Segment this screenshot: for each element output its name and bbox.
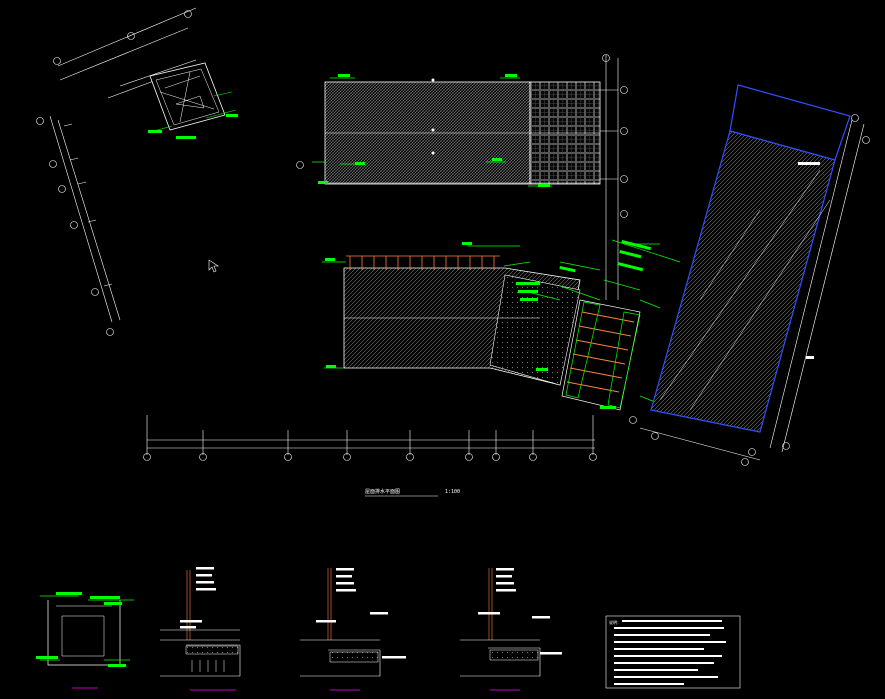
notes-header: 说明： <box>609 619 621 625</box>
plan-scale: 1:100 <box>445 489 460 495</box>
detail-4-roof-section <box>460 568 562 691</box>
plan-title-block: 屋面排水平面图 1:100 <box>365 488 460 497</box>
small-roof-plan <box>148 62 238 139</box>
mouse-cursor-icon <box>208 259 219 273</box>
right-vertical-dimension <box>600 54 628 300</box>
detail-2-roof-section <box>160 567 241 691</box>
detail-3-roof-section <box>300 568 406 691</box>
upper-roof-plan <box>296 74 601 187</box>
bottom-dimension-line <box>143 415 597 461</box>
detail-1-parapet <box>36 592 134 689</box>
lower-roof-plan <box>322 242 581 386</box>
plan-title: 屋面排水平面图 <box>365 488 400 495</box>
notes-table: 说明： <box>605 615 741 689</box>
right-roof-plan <box>629 84 870 466</box>
stair-section <box>516 239 681 411</box>
top-left-grid-block <box>36 7 197 336</box>
